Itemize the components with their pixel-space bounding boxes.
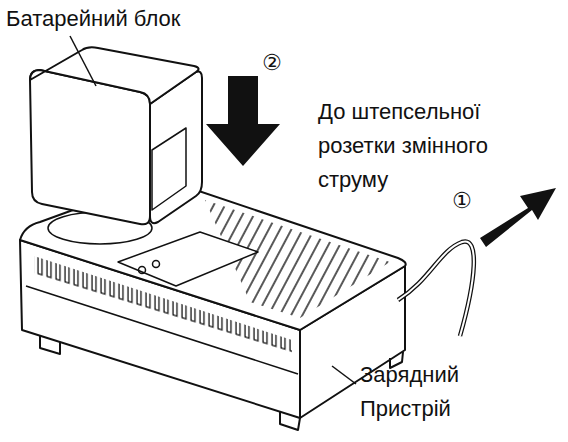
callout-number: ①	[452, 184, 492, 218]
leader-line	[332, 366, 356, 384]
part-name: Батарейний блок	[6, 2, 286, 36]
part-name: До штепсельної розетки змінного струму	[318, 95, 556, 197]
plug-arrow	[480, 188, 556, 247]
part-name: Зарядний Пристрій	[360, 358, 480, 426]
insert-arrow	[206, 76, 280, 166]
leader-line	[70, 36, 96, 86]
callout-number: ②	[262, 46, 302, 80]
power-cord	[398, 241, 474, 336]
charger-body	[20, 180, 406, 430]
battery-pack	[30, 47, 202, 244]
